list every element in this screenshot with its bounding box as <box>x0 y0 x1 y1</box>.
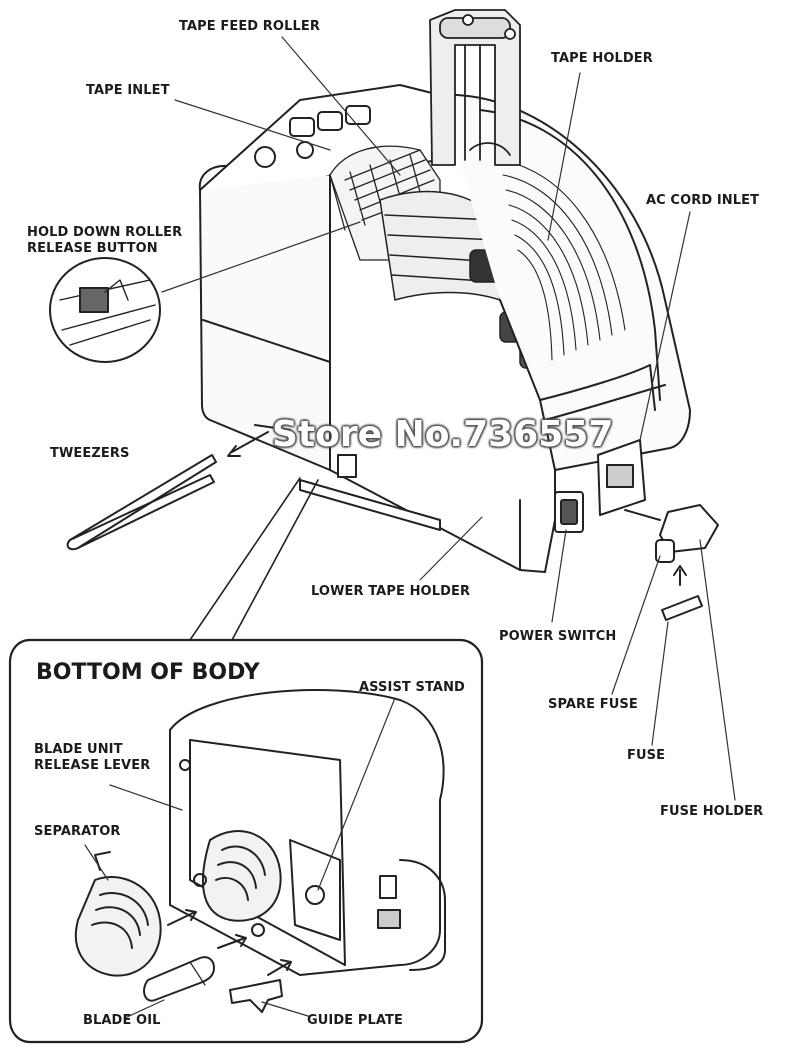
label-tweezers: TWEEZERS <box>50 446 130 461</box>
label-assist-stand: ASSIST STAND <box>359 680 465 695</box>
leader-lines <box>84 36 736 1019</box>
dispenser-body <box>198 9 691 573</box>
label-fuse-holder: FUSE HOLDER <box>660 804 764 819</box>
label-tape-inlet: TAPE INLET <box>86 83 170 98</box>
store-watermark: Store No.736557 <box>272 414 614 455</box>
fuse-parts <box>624 504 719 621</box>
label-tape-feed-roller: TAPE FEED ROLLER <box>179 19 320 34</box>
label-tape-holder: TAPE HOLDER <box>551 51 653 66</box>
label-blade-oil: BLADE OIL <box>83 1013 161 1028</box>
label-lower-tape-holder: LOWER TAPE HOLDER <box>311 584 471 599</box>
label-guide-plate: GUIDE PLATE <box>307 1013 403 1028</box>
label-power-switch: POWER SWITCH <box>499 629 617 644</box>
label-separator: SEPARATOR <box>34 824 121 839</box>
hold-down-roller-detail <box>49 257 161 363</box>
label-hold-down-roller-release-button: HOLD DOWN ROLLER RELEASE BUTTON <box>27 225 183 256</box>
label-blade-unit-release-lever: BLADE UNIT RELEASE LEVER <box>34 742 151 773</box>
label-ac-cord-inlet: AC CORD INLET <box>646 193 760 208</box>
inset-title: BOTTOM OF BODY <box>36 660 260 685</box>
tweezers-drawing <box>66 454 217 551</box>
label-fuse: FUSE <box>627 748 666 763</box>
label-spare-fuse: SPARE FUSE <box>548 697 638 712</box>
